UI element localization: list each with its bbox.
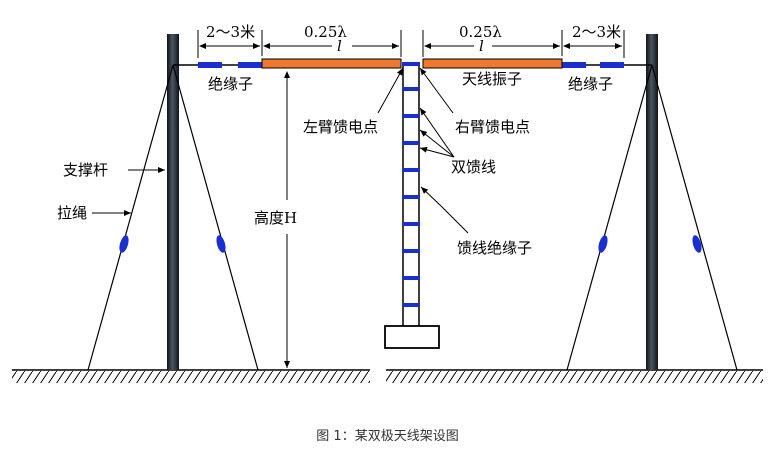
label-right-feed-point: 右臂馈电点 (455, 118, 530, 136)
label-feeder-insulator: 馈线绝缘子 (457, 239, 532, 257)
label-insulator-left: 绝缘子 (208, 75, 253, 93)
antenna-element-left (261, 58, 402, 69)
label-length-left: l (337, 37, 342, 55)
dim-spacing-right (563, 30, 625, 58)
label-length-right: l (479, 37, 484, 55)
rope-insulator-icon (119, 235, 129, 253)
ladder-feeder (402, 62, 420, 326)
insulator-icon (562, 62, 586, 68)
support-pole-left (167, 34, 179, 370)
label-support-pole: 支撑杆 (63, 161, 108, 179)
support-pole-right (646, 34, 658, 370)
insulator-icon (238, 62, 262, 68)
guy-ropes-left (87, 64, 259, 371)
label-spacing-left: 2～3米 (206, 23, 255, 41)
leader-lines (92, 67, 469, 234)
figure-caption: 图 1：某双极天线架设图 (316, 429, 459, 444)
label-double-feeder: 双馈线 (451, 158, 496, 176)
insulator-icon (600, 62, 624, 68)
label-guy-rope: 拉绳 (57, 204, 87, 222)
dim-length-left (263, 30, 402, 57)
label-insulator-right: 绝缘子 (568, 75, 613, 93)
guy-ropes-right (566, 64, 738, 371)
dim-length-right (422, 30, 563, 57)
rope-insulator-icon (598, 235, 608, 253)
dim-spacing-left (197, 30, 263, 58)
label-quarter-right: 0.25λ (459, 23, 502, 41)
label-spacing-right: 2～3米 (572, 23, 621, 41)
antenna-element-right (422, 58, 563, 69)
insulator-icon (198, 62, 222, 68)
label-height: 高度H (254, 209, 297, 227)
feeder-base-box (384, 325, 440, 349)
ground-right (386, 369, 763, 383)
rope-insulator-icon (692, 235, 702, 253)
label-quarter-left: 0.25λ (304, 23, 347, 41)
label-left-feed-point: 左臂馈电点 (303, 118, 378, 136)
ground-left (12, 369, 370, 383)
label-element: 天线振子 (462, 70, 522, 88)
rope-insulator-icon (216, 235, 226, 253)
